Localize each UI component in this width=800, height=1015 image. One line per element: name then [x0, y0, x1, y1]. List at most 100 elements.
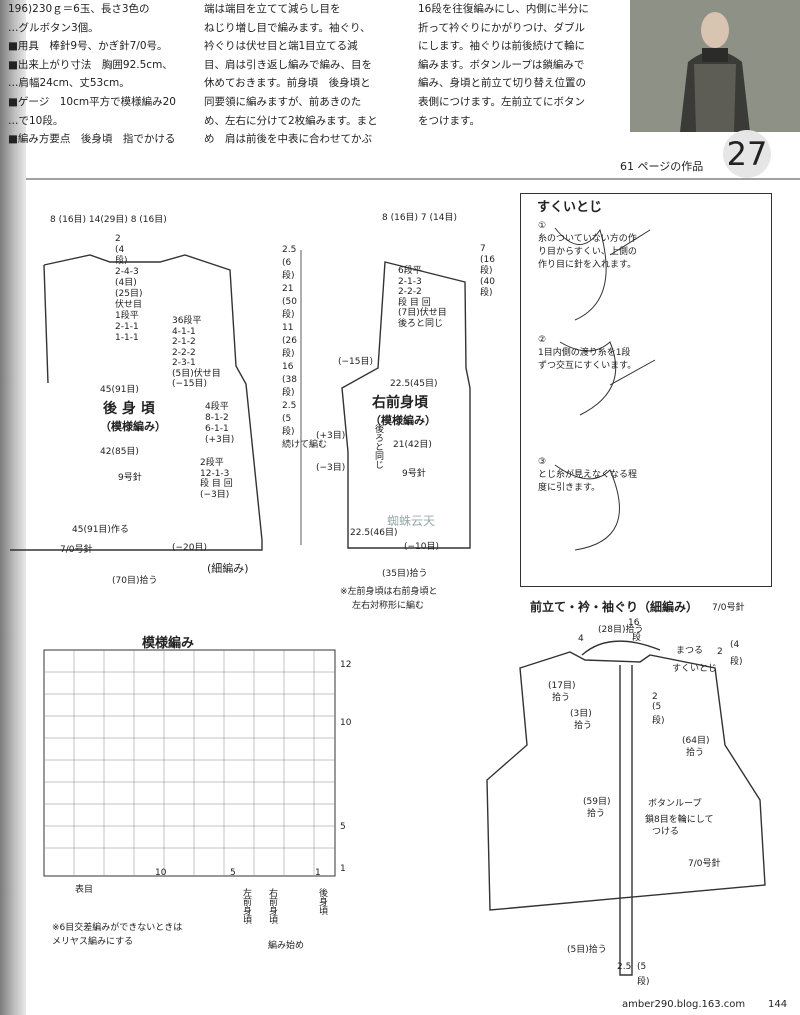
intro-line: にします。袖ぐりは前後続けて輪に — [418, 40, 585, 53]
model-photo — [630, 0, 800, 132]
dim-label: (−3目) — [200, 489, 230, 500]
step-line: ずつ交互にすくいます。 — [538, 361, 637, 371]
intro-line: 折って衿ぐりにかがりつけ、ダブル — [418, 21, 586, 34]
step-line: 糸のついていない方の作 — [538, 234, 637, 244]
intro-line: 196)230ｇ＝6玉、長さ3色の — [8, 3, 150, 15]
dim-label: 12-1-3 — [200, 468, 230, 479]
front-side-same: 後ろと同じ — [373, 424, 383, 469]
trim-label: 段) — [730, 657, 743, 667]
dim-label: 36段平 — [172, 316, 202, 326]
front-pick: (35目)拾う — [382, 569, 428, 579]
dim-label: 2-2-2 — [172, 347, 196, 358]
dim-label: 2段平 — [200, 458, 224, 468]
trim-label: (17目) — [548, 681, 576, 691]
intro-line: め 肩は前後を中表に合わせてかぶ — [204, 133, 372, 146]
back-bottom-1: 7/0号針 — [60, 545, 93, 555]
front-top-widths: 8 (16目) 7 (14目) — [382, 213, 457, 223]
step-line: ③ — [538, 457, 547, 467]
dim-label: 11 — [282, 323, 294, 333]
trim-label: つける — [652, 827, 680, 837]
trim-label: 拾う — [552, 693, 571, 703]
trim-label: 鎖8目を輪にして — [645, 815, 714, 825]
chart-col-1: 1 — [315, 868, 321, 878]
trim-label: 2.5 — [617, 962, 632, 972]
trim-label: (28目)拾う — [598, 625, 644, 635]
page-number: 27 — [723, 130, 771, 178]
dim-label: (5目)伏せ目 — [172, 368, 221, 379]
divider — [26, 178, 800, 180]
chart-marker-0: 左前身頃 — [241, 888, 251, 924]
intro-line: 16段を往復編みにし、内側に半分に — [418, 3, 589, 15]
front-plus: (+3目) — [316, 431, 346, 441]
dim-label: 2-1-1 — [115, 322, 139, 332]
trim-label: 拾う — [587, 809, 606, 819]
intro-line: 編みます。ボタンループは鎖編みで — [418, 58, 585, 71]
back-w45: 45(91目) — [100, 385, 139, 395]
back-bottom-4: (70目)拾う — [112, 576, 158, 586]
dim-label: 2-3-1 — [172, 358, 196, 368]
dim-label: 1段平 — [115, 311, 139, 321]
dim-label: (−15目) — [172, 379, 208, 389]
dim-label: 7 — [480, 244, 486, 254]
sukui-box — [520, 193, 772, 587]
step-line: 度に引きます。 — [538, 483, 601, 493]
chart-marker-1: 右前身頃 — [267, 888, 277, 924]
trim-label: 2 — [652, 692, 658, 702]
dim-label: 21 — [282, 284, 294, 294]
chart-row-1: 1 — [340, 864, 346, 874]
dim-label: (4 — [115, 245, 125, 255]
dim-label: 段 目 回 — [398, 297, 431, 308]
trim-hook: 7/0号針 — [712, 603, 745, 613]
front-pattern: （模様編み） — [370, 414, 436, 427]
dim-label: (50 — [282, 297, 297, 307]
intro-line: 端は端目を立てて減らし目を — [204, 3, 341, 15]
step-line: り目からすくい、上側の — [538, 247, 637, 257]
intro-line: 休めておきます。前身頃 後身頃と — [204, 77, 371, 90]
dim-label: 8-1-2 — [205, 413, 229, 423]
step-line: とじ糸が見えなくなる程 — [538, 470, 638, 480]
dim-label: 4段平 — [205, 402, 229, 412]
dim-label: (7目)伏せ目 — [398, 308, 447, 318]
dim-label: 伏せ目 — [115, 300, 143, 310]
intro-line: 編み、身頃と前立て切り替え位置の — [418, 77, 586, 90]
front-note-0: ※左前身頃は右前身頃と — [340, 587, 438, 597]
intro-line: …グルボタン3個。 — [8, 21, 99, 34]
dim-label: 段) — [282, 349, 295, 359]
dim-label: 2.5 — [282, 401, 297, 411]
trim-label: (5 — [652, 702, 662, 712]
back-bottom-0: 45(91目)作る — [72, 525, 129, 535]
chart-title: 模様編み — [142, 636, 195, 651]
page-ref: 61 ページの作品 — [620, 160, 704, 173]
trim-label: 4 — [578, 634, 584, 644]
back-top-widths: 8 (16目) 14(29目) 8 (16目) — [50, 215, 167, 225]
dim-label: 続けて編む — [282, 440, 328, 450]
intro-line: 同要領に編みますが、前あきのた — [204, 95, 362, 108]
trim-label: (64目) — [682, 736, 710, 746]
trim-label: (4 — [730, 640, 740, 650]
trim-title: 前立て・衿・袖ぐり（細編み） — [530, 600, 699, 614]
dim-label: 2-4-3 — [115, 267, 139, 277]
trim-label: (5 — [637, 962, 647, 972]
dim-label: 1-1-1 — [115, 333, 139, 343]
dim-label: 段) — [115, 256, 128, 266]
front-needle: 9号針 — [402, 469, 426, 479]
dim-label: (25目) — [115, 289, 143, 299]
chart-note-0: ※6目交差編みができないときは — [52, 923, 183, 933]
sukui-step3: ③ とじ糸が見えなくなる程度に引きます。 — [538, 456, 637, 495]
chart-row-5: 5 — [340, 822, 346, 832]
front-note-1: 左右対称形に編む — [352, 601, 425, 611]
intro-line: 表側につけます。左前立てにボタン — [418, 95, 585, 108]
trim-label: すくいとじ — [672, 664, 718, 674]
footer-blog: amber290.blog.163.com — [622, 999, 746, 1010]
dim-label: 段) — [480, 288, 493, 298]
dim-label: (38 — [282, 375, 297, 385]
intro-col2: 端は端目を立てて減らし目をねじり増し目で編みます。袖ぐり、衿ぐりは伏せ目と端1目… — [204, 0, 378, 149]
dim-label: 6段平 — [398, 266, 422, 276]
intro-line: をつけます。 — [418, 114, 480, 127]
trim-label: ボタンループ — [648, 799, 702, 809]
trim-label: (3目) — [570, 709, 592, 719]
back-needle: 9号針 — [118, 473, 142, 483]
watermark: 蜘蛛云天 — [387, 514, 436, 528]
dim-label: 2 — [115, 234, 121, 244]
